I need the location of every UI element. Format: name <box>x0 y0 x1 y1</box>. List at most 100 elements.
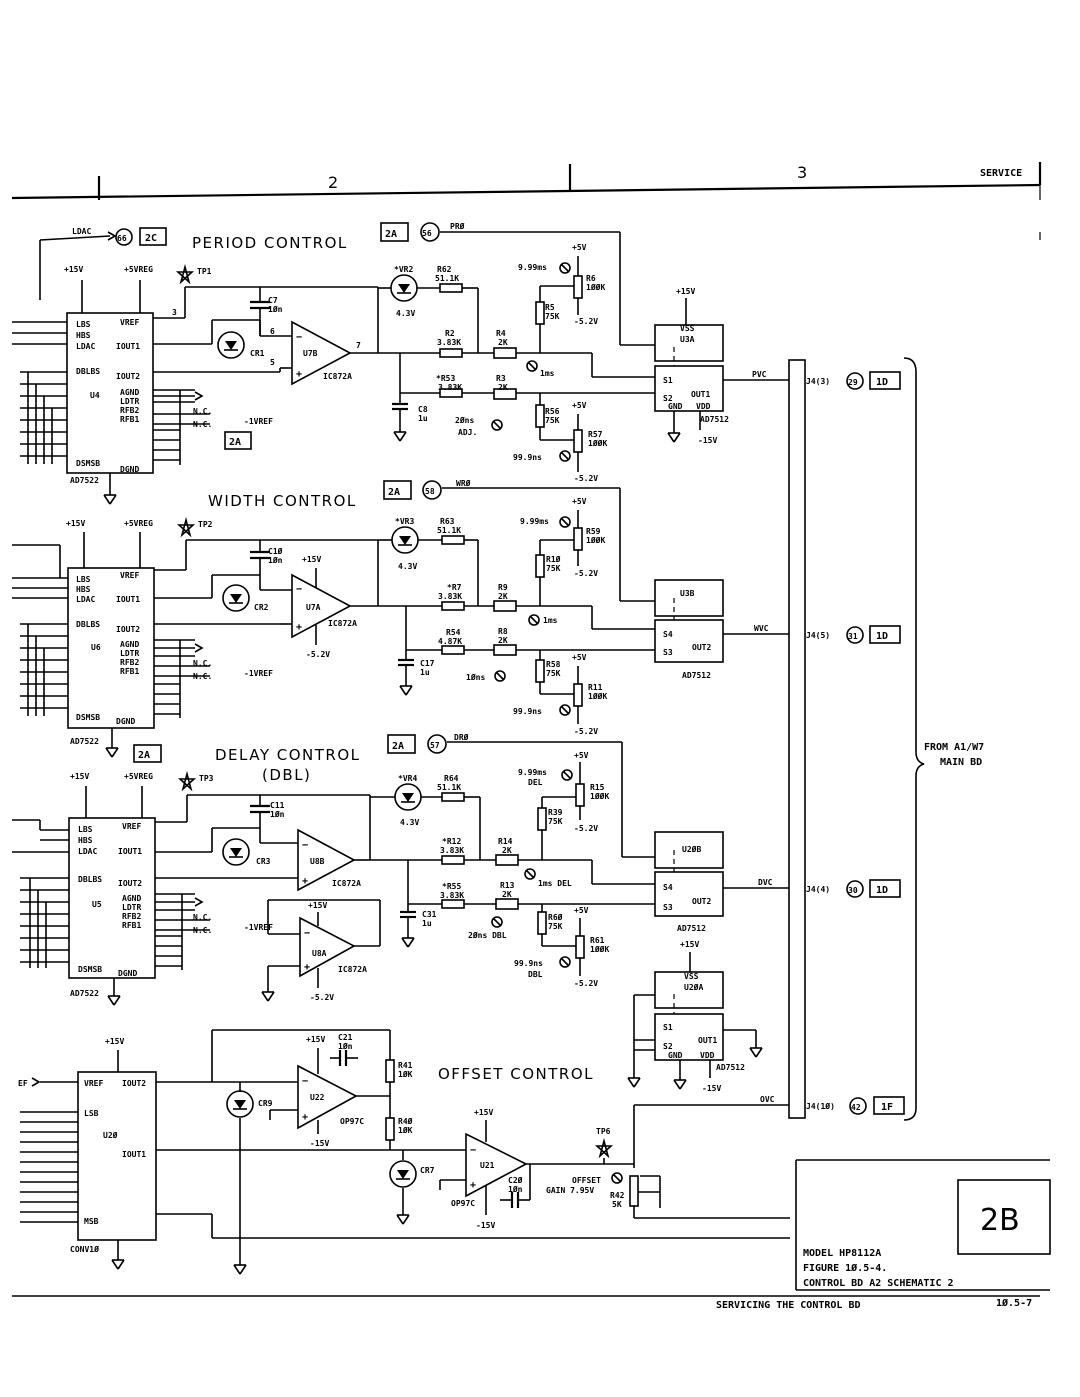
dac-u4 <box>66 312 154 474</box>
o-pin-vref: VREF <box>84 1079 103 1088</box>
w-adj-999ms: 9.99ms <box>520 517 549 526</box>
footer-text: SERVICING THE CONTROL BD <box>716 1300 861 1311</box>
cr2-label: CR2 <box>254 603 269 612</box>
pin-iout2: IOUT2 <box>116 372 140 381</box>
u3a-s2: S2 <box>663 394 673 403</box>
delay-control-title: DELAY CONTROL <box>215 746 361 764</box>
u22-p15: +15V <box>306 1035 325 1044</box>
c21-label: C21 <box>338 1033 353 1042</box>
ref-2c: 2C <box>145 233 157 244</box>
offset-gain-b: GAIN 7.95V <box>546 1186 594 1195</box>
adj-label: ADJ. <box>458 428 477 437</box>
c17-val: 1u <box>420 668 430 677</box>
w-m52-opamp: -5.2V <box>306 650 330 659</box>
c7-label: C7 <box>268 296 278 305</box>
offset-control-title: OFFSET CONTROL <box>438 1065 594 1083</box>
d-nc-1: N.C. <box>193 913 212 922</box>
w-pin-ldtr: LDTR <box>120 649 139 658</box>
w-pin-vref: VREF <box>120 571 139 580</box>
offset-control-block: OFFSET CONTROL U2Ø CONV1Ø +15V VREF IOUT… <box>18 1029 905 1275</box>
dac-u5 <box>68 817 156 979</box>
dac-u20-label: U2Ø <box>103 1130 118 1140</box>
opamp-u8b-label: U8B <box>310 857 325 866</box>
pin-dsmsb: DSMSB <box>76 459 100 468</box>
d-m52-a: -5.2V <box>574 824 598 833</box>
d-pin-agnd: AGND <box>122 894 141 903</box>
ref-58: 58 <box>425 487 435 496</box>
ovc-label: OVC <box>760 1095 775 1104</box>
c7-val: 1Øn <box>268 304 283 314</box>
opamp-u22-part: OP97C <box>340 1117 364 1126</box>
switch-u3b-top <box>654 579 724 617</box>
o-pin-iout2: IOUT2 <box>122 1079 146 1088</box>
c21-val: 1Øn <box>338 1041 353 1051</box>
pin-hbs: HBS <box>76 331 91 340</box>
pin-ldtr: LDTR <box>120 397 139 406</box>
tp1-label: TP1 <box>197 267 212 276</box>
r39-label: R39 <box>548 808 563 817</box>
width-control-title: WIDTH CONTROL <box>208 492 357 510</box>
pin5: 5 <box>270 358 275 367</box>
c10-label: C1Ø <box>268 546 283 556</box>
u20b-part: AD7512 <box>677 924 706 933</box>
u3a-out1: OUT1 <box>691 390 710 399</box>
opamp-u7a <box>291 573 352 639</box>
c31-val: 1u <box>422 919 432 928</box>
u3b-label: U3B <box>680 589 695 598</box>
w-pin-iout2: IOUT2 <box>116 625 140 634</box>
r8-val: 2K <box>498 636 508 645</box>
ref-31: 31 <box>848 632 858 641</box>
r3-label: R3 <box>496 374 506 383</box>
w-adj-10ns: 1Øns <box>466 672 485 682</box>
r57-val: 1ØØK <box>588 438 607 448</box>
pin-agnd: AGND <box>120 388 139 397</box>
ref-1d-c: 1D <box>876 885 888 896</box>
d-p5v-a: +5V <box>574 751 589 760</box>
r54-label: R54 <box>446 628 461 637</box>
svg-text:−: − <box>302 840 308 851</box>
u3b-s4: S4 <box>663 630 673 639</box>
w-adj-1ms: 1ms <box>543 616 558 625</box>
ref-66: 66 <box>117 234 127 243</box>
supply-p5reg-d: +5VREG <box>124 772 153 781</box>
ref-56: 56 <box>422 229 432 238</box>
u3b-s3: S3 <box>663 648 673 657</box>
r59-val: 1ØØK <box>586 535 605 545</box>
c11-val: 1Øn <box>270 809 285 819</box>
r10-val: 75K <box>546 564 561 573</box>
u8a-m52: -5.2V <box>310 993 334 1002</box>
supply-p15-w: +15V <box>66 519 85 528</box>
r56-label: R56 <box>545 407 560 416</box>
svg-text:+: + <box>302 876 308 887</box>
w-pin-dsmsb: DSMSB <box>76 713 100 722</box>
r13-val: 2K <box>502 890 512 899</box>
m15-u3a: -15V <box>698 436 717 445</box>
pin-iout1: IOUT1 <box>116 342 140 351</box>
d-adj-1ms: 1ms DEL <box>538 879 572 888</box>
r56-val: 75K <box>545 416 560 425</box>
r12-val: 3.83K <box>440 846 464 855</box>
w-nc-2: N.C. <box>193 672 212 681</box>
vref-note: -1VREF <box>244 417 273 426</box>
r58-label: R58 <box>546 660 561 669</box>
u20a-s1: S1 <box>663 1023 673 1032</box>
r40-label: R4Ø <box>398 1116 413 1126</box>
d-adj-999ms: 9.99ms <box>518 768 547 777</box>
vr2-label: *VR2 <box>394 265 413 274</box>
r7-val: 3.83K <box>438 592 462 601</box>
svg-text:+: + <box>470 1180 476 1191</box>
dac-u6-part: AD7522 <box>70 737 99 746</box>
d-pin-dsmsb: DSMSB <box>78 965 102 974</box>
r3-val: 2K <box>498 383 508 392</box>
wr0-net: WRØ <box>456 478 471 488</box>
d-pin-iout1: IOUT1 <box>118 847 142 856</box>
supply-p15: +15V <box>64 265 83 274</box>
r15-label: R15 <box>590 783 605 792</box>
delay-control-block: DELAY CONTROL (DBL) U5 AD7522 +15V +5VRE… <box>12 732 901 1093</box>
d-pin-ldac: LDAC <box>78 847 97 856</box>
connector-j4 <box>788 357 925 1121</box>
model-label: MODEL HP8112A <box>803 1248 881 1259</box>
opamp-u21 <box>465 1132 528 1198</box>
u3a-gnd: GND <box>668 402 683 411</box>
